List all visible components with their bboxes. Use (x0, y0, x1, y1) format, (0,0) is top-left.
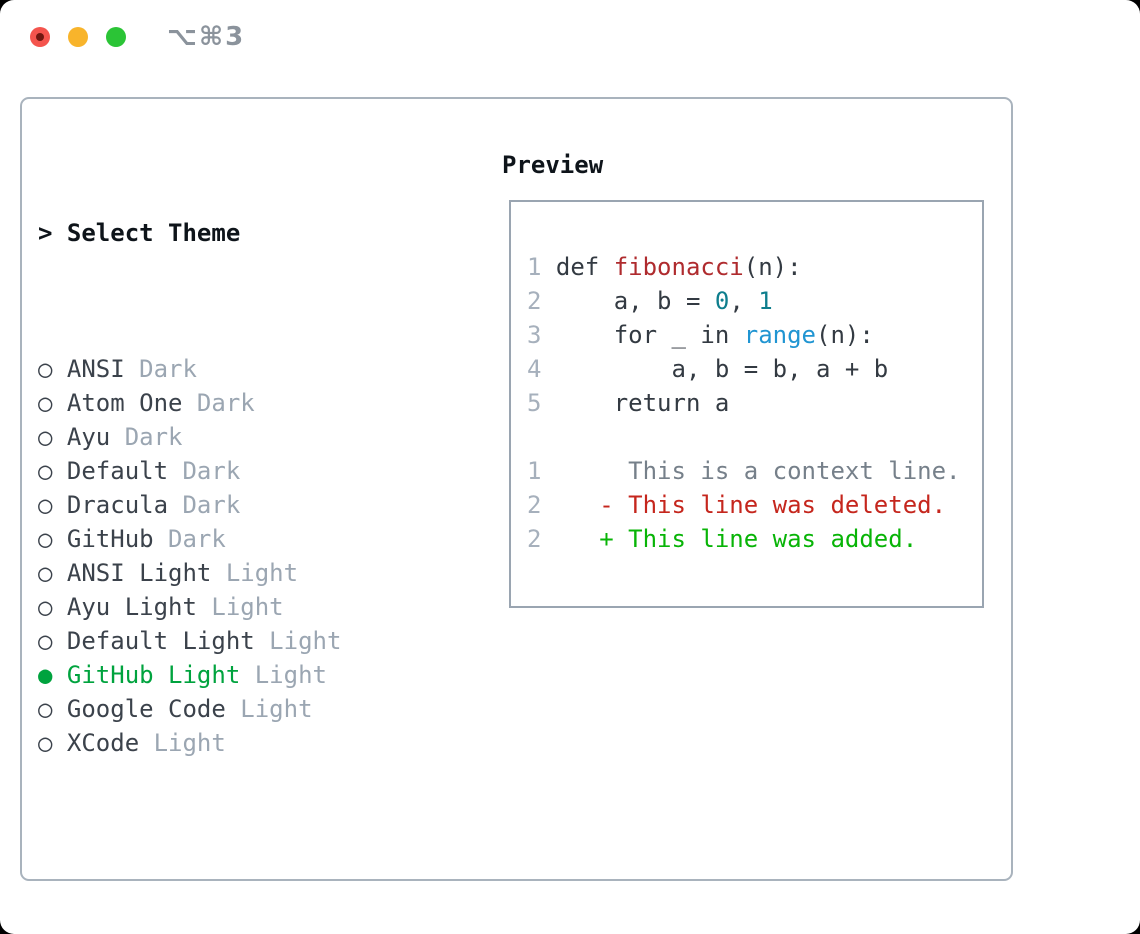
code-token: a, b = b, a + b (555, 355, 889, 383)
radio-unselected-icon: ○ (38, 695, 53, 723)
theme-variant-label: Dark (124, 423, 183, 451)
code-token: , (729, 287, 759, 315)
theme-option-default[interactable]: ○ Default Dark (38, 454, 443, 488)
theme-name-label: Atom One (66, 389, 183, 417)
select-theme-heading-label: Select Theme (66, 219, 241, 247)
code-line: 2 a, b = 0, 1 (527, 284, 960, 318)
line-number: 3 (527, 321, 556, 349)
theme-option-atom-one[interactable]: ○ Atom One Dark (38, 386, 443, 420)
radio-unselected-icon: ○ (38, 389, 53, 417)
theme-option-github-light[interactable]: ● GitHub Light Light (38, 658, 443, 692)
code-line: 1 def fibonacci(n): (527, 250, 960, 284)
code-token: fibonacci (613, 253, 744, 281)
theme-option-default-light[interactable]: ○ Default Light Light (38, 624, 443, 658)
theme-option-dracula[interactable]: ○ Dracula Dark (38, 488, 443, 522)
theme-variant-label: Light (211, 593, 284, 621)
theme-name-label: Default Light (66, 627, 255, 655)
radio-unselected-icon: ○ (38, 729, 53, 757)
code-line: 2 - This line was deleted. (527, 488, 960, 522)
code-token: 0 (714, 287, 730, 315)
code-token: - This line was deleted. (555, 491, 947, 519)
theme-variant-label: Light (269, 627, 342, 655)
code-line: 2 + This line was added. (527, 522, 960, 556)
window-titlebar: ⌥⌘3 (0, 0, 1140, 70)
code-token: + This line was added. (555, 525, 918, 553)
theme-variant-label: Dark (196, 389, 255, 417)
code-token: 1 (758, 287, 773, 315)
radio-unselected-icon: ○ (38, 559, 53, 587)
theme-option-ayu-light[interactable]: ○ Ayu Light Light (38, 590, 443, 624)
code-token: for _ in (555, 321, 744, 349)
theme-name-label: GitHub Light (66, 661, 241, 689)
theme-name-label: Default (66, 457, 169, 485)
theme-name-label: Dracula (66, 491, 169, 519)
zoom-button[interactable] (106, 27, 126, 47)
radio-unselected-icon: ○ (38, 593, 53, 621)
theme-name-label: Ayu (66, 423, 111, 451)
theme-variant-label: Light (240, 695, 313, 723)
spacer (38, 862, 443, 896)
theme-name-label: Ayu Light (66, 593, 197, 621)
preview-heading: Preview (502, 151, 604, 179)
theme-variant-label: Dark (168, 525, 226, 553)
radio-unselected-icon: ○ (38, 355, 53, 383)
focus-caret-icon: > (38, 219, 53, 247)
theme-name-label: Google Code (66, 695, 226, 723)
code-line: 4 a, b = b, a + b (527, 352, 960, 386)
unsaved-indicator-dot (36, 33, 44, 41)
code-line: 1 This is a context line. (527, 454, 960, 488)
theme-variant-label: Light (153, 729, 226, 757)
line-number: 2 (527, 491, 556, 519)
code-line (527, 420, 960, 454)
radio-selected-icon: ● (38, 661, 53, 689)
minimize-button[interactable] (68, 27, 88, 47)
code-line: 5 return a (527, 386, 960, 420)
line-number: 5 (527, 389, 556, 417)
theme-name-label: GitHub (66, 525, 154, 553)
radio-unselected-icon: ○ (38, 457, 53, 485)
theme-option-ansi-light[interactable]: ○ ANSI Light Light (38, 556, 443, 590)
code-token: def (555, 253, 614, 281)
line-number: 2 (527, 287, 556, 315)
window-shortcut-label: ⌥⌘3 (167, 22, 246, 52)
code-token: (n): (743, 253, 802, 281)
theme-option-ayu[interactable]: ○ Ayu Dark (38, 420, 443, 454)
select-theme-heading: > Select Theme (38, 216, 443, 250)
line-number: 2 (527, 525, 556, 553)
line-number: 1 (527, 253, 556, 281)
theme-name-label: ANSI Light (66, 559, 212, 587)
theme-variant-label: Dark (139, 355, 197, 383)
theme-option-xcode[interactable]: ○ XCode Light (38, 726, 443, 760)
theme-variant-label: Light (254, 661, 327, 689)
code-token: (n): (816, 321, 874, 349)
theme-option-github[interactable]: ○ GitHub Dark (38, 522, 443, 556)
radio-unselected-icon: ○ (38, 423, 53, 451)
theme-name-label: XCode (66, 729, 140, 757)
line-number: 4 (527, 355, 556, 383)
theme-variant-label: Dark (182, 457, 241, 485)
theme-option-ansi[interactable]: ○ ANSI Dark (38, 352, 443, 386)
code-token: This is a context line. (555, 457, 961, 485)
code-line: 3 for _ in range(n): (527, 318, 960, 352)
radio-unselected-icon: ○ (38, 627, 53, 655)
close-button[interactable] (30, 27, 50, 47)
theme-variant-label: Light (225, 559, 299, 587)
code-token: range (743, 321, 816, 349)
radio-unselected-icon: ○ (38, 525, 53, 553)
code-token: return a (555, 389, 730, 417)
radio-unselected-icon: ○ (38, 491, 53, 519)
code-token: a, b = (555, 287, 715, 315)
line-number: 1 (527, 457, 556, 485)
theme-option-google-code[interactable]: ○ Google Code Light (38, 692, 443, 726)
theme-name-label: ANSI (66, 355, 125, 383)
theme-variant-label: Dark (182, 491, 241, 519)
